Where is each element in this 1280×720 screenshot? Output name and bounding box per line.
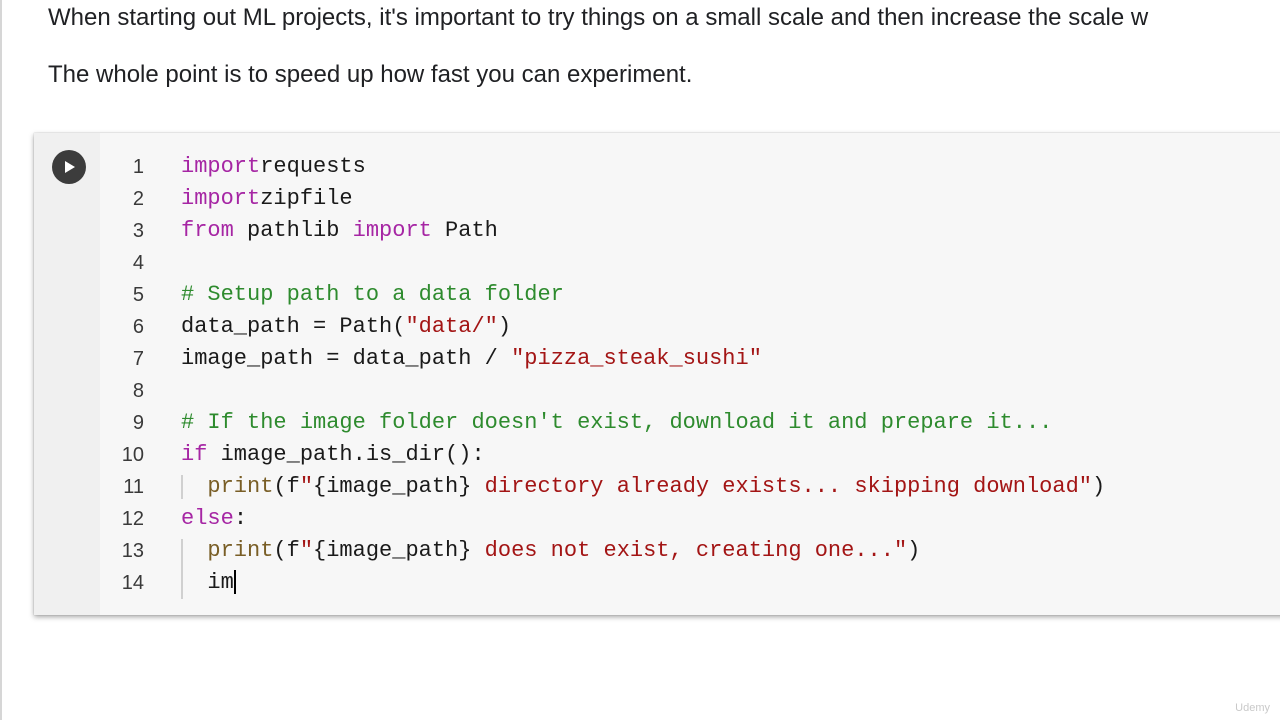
code-token: "pizza_steak_sushi" [511, 346, 762, 371]
code-token: directory already exists... skipping dow… [471, 474, 1092, 499]
code-token: else [181, 506, 234, 531]
code-line[interactable]: 3 from pathlib import Path [100, 215, 1280, 247]
code-text: else: [181, 503, 247, 535]
code-line[interactable]: 13 print(f"{image_path} does not exist, … [100, 535, 1280, 567]
code-token: {image_path} [313, 474, 472, 499]
line-number: 2 [132, 188, 144, 210]
udemy-watermark: Udemy [1235, 702, 1270, 714]
line-number: 10 [121, 444, 144, 466]
code-token: if [181, 442, 208, 467]
line-number: 14 [121, 572, 144, 594]
code-text: # Setup path to a data folder [181, 279, 564, 311]
code-token: data_path = Path( [181, 314, 406, 339]
code-text: importrequests [181, 151, 366, 183]
code-token: (f [273, 474, 300, 499]
line-number: 5 [132, 284, 144, 306]
line-number: 12 [121, 508, 144, 530]
code-line[interactable]: 7 image_path = data_path / "pizza_steak_s… [100, 343, 1280, 375]
line-number: 13 [121, 540, 144, 562]
code-token: "data/" [405, 314, 498, 339]
code-token: ) [1091, 474, 1106, 499]
code-line[interactable]: 10 if image_path.is_dir(): [100, 439, 1280, 471]
code-text: print(f"{image_path} does not exist, cre… [181, 535, 920, 567]
code-token: im [181, 570, 234, 595]
code-line[interactable]: 6 data_path = Path("data/") [100, 311, 1280, 343]
code-token: (f [273, 538, 300, 563]
page-left-border [0, 0, 2, 720]
code-text: image_path = data_path / "pizza_steak_su… [181, 343, 762, 375]
code-text: im [181, 567, 236, 599]
line-number: 4 [132, 252, 144, 274]
line-number: 9 [132, 412, 144, 434]
code-line[interactable]: 8 [100, 375, 1280, 407]
code-line[interactable]: 14 im [100, 567, 1280, 599]
code-token: pathlib [233, 218, 353, 243]
code-line[interactable]: 1 importrequests [100, 151, 1280, 183]
code-line[interactable]: 5 # Setup path to a data folder [100, 279, 1280, 311]
code-token [181, 538, 207, 563]
code-token: image_path = data_path / [181, 346, 512, 371]
code-token: print [207, 474, 274, 499]
code-token: import [181, 186, 261, 211]
code-token: from [181, 218, 234, 243]
code-token: # Setup path to a data folder [181, 282, 564, 307]
code-text: if image_path.is_dir(): [181, 439, 485, 471]
code-token: ) [497, 314, 512, 339]
code-token: " [299, 538, 314, 563]
code-line[interactable]: 2 importzipfile [100, 183, 1280, 215]
code-line[interactable]: 11 print(f"{image_path} directory alread… [100, 471, 1280, 503]
code-token: {image_path} [313, 538, 472, 563]
code-token [181, 474, 207, 499]
code-line[interactable]: 12 else: [100, 503, 1280, 535]
code-line[interactable]: 4 [100, 247, 1280, 279]
code-text: importzipfile [181, 183, 353, 215]
notebook-text-line-1: When starting out ML projects, it's impo… [48, 4, 1149, 31]
play-icon [65, 161, 75, 173]
line-number: 7 [132, 348, 144, 370]
code-token: " [299, 474, 314, 499]
line-number: 1 [132, 156, 144, 178]
code-token: zipfile [260, 186, 353, 211]
code-token: ) [907, 538, 921, 563]
code-text: # If the image folder doesn't exist, dow… [181, 407, 1052, 439]
code-token: image_path.is_dir(): [207, 442, 485, 467]
code-line[interactable]: 9 # If the image folder doesn't exist, do… [100, 407, 1280, 439]
code-token: print [207, 538, 274, 563]
notebook-text-line-2: The whole point is to speed up how fast … [48, 61, 693, 88]
code-text: data_path = Path("data/") [181, 311, 511, 343]
code-token: requests [260, 154, 366, 179]
line-number: 8 [132, 380, 144, 402]
indent-guide [181, 475, 183, 499]
code-token: : [233, 506, 248, 531]
indent-guide [181, 539, 183, 599]
line-number: 3 [132, 220, 144, 242]
code-token: import [352, 218, 432, 243]
text-cursor [233, 570, 236, 595]
code-token: # If the image folder doesn't exist, dow… [181, 410, 1053, 435]
run-cell-button[interactable] [52, 150, 86, 184]
code-token: Path [431, 218, 498, 243]
line-number: 6 [132, 316, 144, 338]
code-text: from pathlib import Path [181, 215, 498, 247]
line-number: 11 [123, 476, 144, 498]
code-token: does not exist, creating one..." [471, 538, 908, 563]
cell-gutter [34, 133, 100, 615]
code-text: print(f"{image_path} directory already e… [181, 471, 1105, 503]
code-token: import [181, 154, 261, 179]
